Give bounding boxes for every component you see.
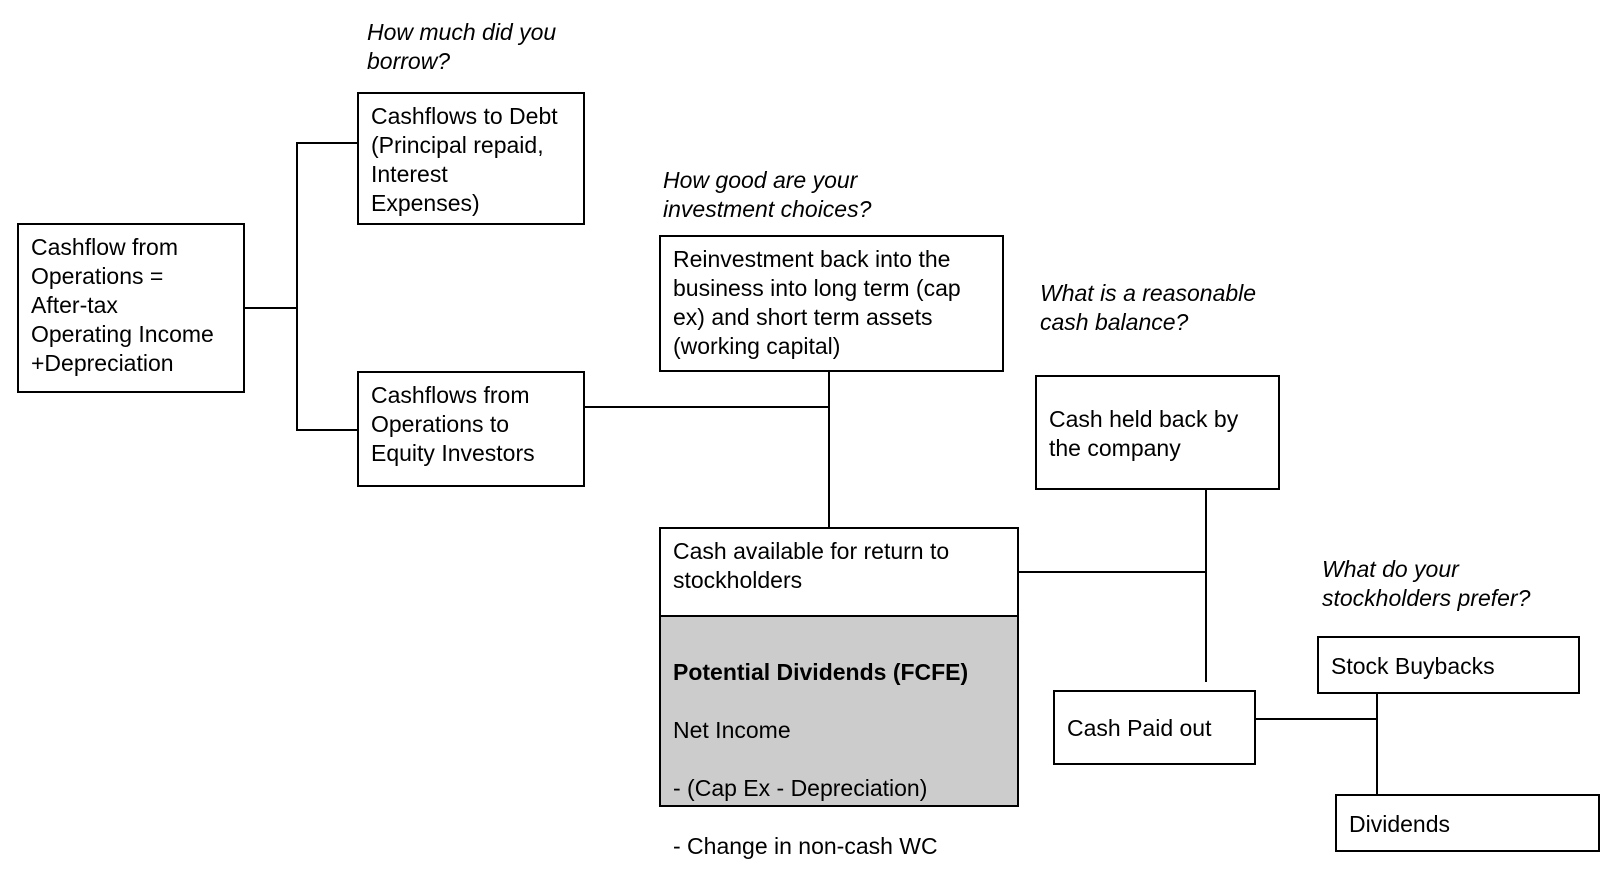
fcfe-line-working-capital: - Change in non-cash WC [673,833,938,859]
connector-payout-spine [1376,693,1378,795]
box-reinvestment[interactable]: Reinvestment back into the business into… [659,235,1004,372]
connector-cash-spine [1205,489,1207,682]
box-cash-held-back[interactable]: Cash held back by the company [1035,375,1280,490]
box-cashflows-to-debt[interactable]: Cashflows to Debt (Principal repaid, Int… [357,92,585,225]
annotation-how-much-borrow: How much did you borrow? [367,19,557,74]
connector-operations-split [296,142,298,430]
connector-operations-stem [245,307,297,309]
box-cashflows-to-equity-investors[interactable]: Cashflows from Operations to Equity Inve… [357,371,585,487]
box-potential-dividends-fcfe[interactable]: Potential Dividends (FCFE) Net Income - … [659,615,1019,859]
box-dividends[interactable]: Dividends [1335,794,1600,852]
connector-paidout-to-spine [1255,718,1378,720]
annotation-investment-choices: How good are your investment choices? [663,167,872,222]
fcfe-line-cap-ex: - (Cap Ex - Depreciation) [673,775,928,801]
connector-equity-to-spine [585,406,830,408]
annotation-stockholders-prefer: What do your stockholders prefer? [1322,556,1531,611]
box-stock-buybacks[interactable]: Stock Buybacks [1317,636,1580,694]
fcfe-line-net-income: Net Income [673,717,791,743]
connector-to-debt [296,142,358,144]
connector-cashavailable-to-spine [995,571,1207,573]
annotation-reasonable-cash-balance: What is a reasonable cash balance? [1040,280,1257,335]
fcfe-title: Potential Dividends (FCFE) [673,659,969,685]
box-cash-available-for-return[interactable]: Cash available for return to stockholder… [659,527,1019,617]
box-cashflow-from-operations[interactable]: Cashflow from Operations = After-tax Ope… [17,223,245,393]
connector-reinvestment-spine [828,372,830,528]
box-cash-paid-out[interactable]: Cash Paid out [1053,690,1256,765]
connector-to-equity [296,429,358,431]
